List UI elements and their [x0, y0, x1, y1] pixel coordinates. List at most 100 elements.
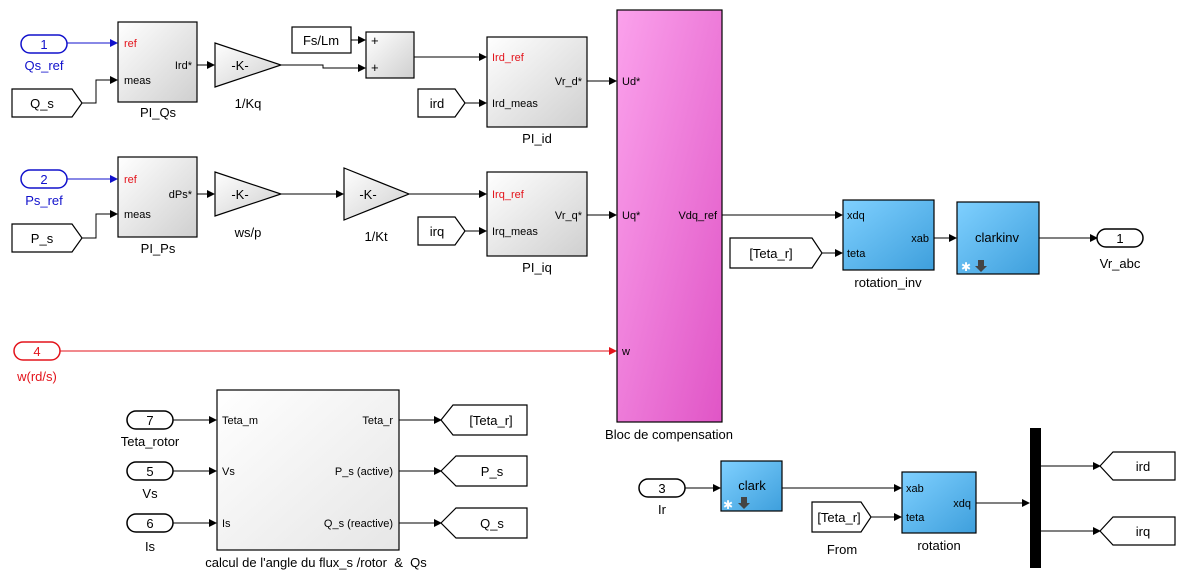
rotation-port-teta: teta — [906, 512, 925, 524]
pi-id-block[interactable]: Ird_ref Ird_meas Vr_d* PI_id — [486, 36, 588, 146]
inport-vs-label: Vs — [142, 486, 158, 501]
from-tag-q-s-text: Q_s — [30, 96, 54, 111]
goto-tag-irq[interactable]: irq — [1099, 516, 1176, 546]
gain-1-kt[interactable]: -K- 1/Kt — [343, 167, 411, 244]
inport-ir-label: Ir — [658, 502, 667, 517]
inport-qs-ref[interactable]: 1 Qs_ref — [20, 34, 68, 73]
inport-ps-ref[interactable]: 2 Ps_ref — [20, 169, 68, 208]
rotation-inv-name: rotation_inv — [854, 275, 922, 290]
goto-tag-q-s-text: Q_s — [480, 516, 504, 531]
signal-kq-out — [281, 64, 366, 72]
pi-qs-block[interactable]: ref meas Ird* PI_Qs — [117, 21, 198, 120]
signal-ps-meas — [82, 210, 118, 239]
constant-fs-lm-text: Fs/Lm — [303, 33, 339, 48]
sum-sign-2: + — [371, 60, 379, 75]
gain-ws-p-label: ws/p — [234, 225, 262, 240]
from-tag-ird-text: ird — [430, 96, 444, 111]
demux-bar[interactable] — [1030, 428, 1041, 568]
pi-id-meas-port: Ird_meas — [492, 98, 538, 110]
from-tag-ird[interactable]: ird — [417, 88, 466, 118]
gain-1-kt-text: -K- — [359, 187, 376, 202]
from-tag-p-s[interactable]: P_s — [11, 223, 83, 253]
compensation-port-vdq-ref: Vdq_ref — [678, 210, 717, 222]
rotation-port-xab: xab — [906, 483, 924, 495]
clarkinv-name: clarkinv — [975, 230, 1020, 245]
pi-qs-ref-port: ref — [124, 38, 138, 50]
rotation-inv-port-teta: teta — [847, 248, 866, 260]
from-tag-irq[interactable]: irq — [417, 216, 466, 246]
inport-w-label: w(rd/s) — [16, 369, 57, 384]
constant-fs-lm[interactable]: Fs/Lm — [291, 26, 352, 54]
from-tag-irq-text: irq — [430, 224, 444, 239]
pi-iq-meas-port: Irq_meas — [492, 226, 538, 238]
pi-ps-meas-port: meas — [124, 209, 151, 221]
goto-tag-q-s[interactable]: Q_s — [440, 507, 528, 539]
goto-tag-ird[interactable]: ird — [1099, 451, 1176, 481]
inport-ir[interactable]: 3 Ir — [638, 478, 686, 517]
from-tag-teta-r-inv[interactable]: [Teta_r] — [729, 237, 823, 269]
inport-vs[interactable]: 5 Vs — [126, 461, 174, 501]
pi-qs-name: PI_Qs — [140, 105, 177, 120]
gain-1-kq-text: -K- — [231, 58, 248, 73]
inport-is-num: 6 — [146, 516, 153, 531]
goto-tag-teta-r[interactable]: [Teta_r] — [440, 404, 528, 436]
inport-w[interactable]: 4 w(rd/s) — [13, 341, 61, 384]
from-tag-teta-r-inv-text: [Teta_r] — [749, 246, 792, 261]
goto-tag-teta-r-text: [Teta_r] — [469, 413, 512, 428]
inport-teta-rotor[interactable]: 7 Teta_rotor — [121, 410, 180, 449]
from-tag-teta-r-rot[interactable]: [Teta_r] From — [811, 501, 872, 557]
calc-port-teta-r: Teta_r — [362, 415, 393, 427]
pi-id-out-port: Vr_d* — [555, 76, 583, 88]
compensation-block[interactable]: Ud* Uq* w Vdq_ref Bloc de compensation — [605, 9, 733, 442]
inport-ir-num: 3 — [658, 481, 665, 496]
inport-ps-ref-label: Ps_ref — [25, 193, 63, 208]
pi-qs-out-port: Ird* — [175, 60, 193, 72]
sum-block[interactable]: + + — [365, 31, 415, 79]
inport-is[interactable]: 6 Is — [126, 513, 174, 554]
svg-text:✱: ✱ — [723, 498, 733, 512]
calc-port-teta-m: Teta_m — [222, 415, 258, 427]
pi-iq-block[interactable]: Irq_ref Irq_meas Vr_q* PI_iq — [486, 171, 588, 275]
gain-1-kt-label: 1/Kt — [364, 229, 388, 244]
sum-sign-1: + — [371, 33, 379, 48]
pi-ps-ref-port: ref — [124, 174, 138, 186]
inport-teta-rotor-label: Teta_rotor — [121, 434, 180, 449]
inport-qs-ref-num: 1 — [40, 37, 47, 52]
pi-ps-block[interactable]: ref meas dPs* PI_Ps — [117, 156, 198, 256]
pi-ps-name: PI_Ps — [141, 241, 176, 256]
calc-port-is: Is — [222, 518, 231, 530]
inport-vs-num: 5 — [146, 464, 153, 479]
pi-id-name: PI_id — [522, 131, 552, 146]
goto-tag-p-s[interactable]: P_s — [440, 455, 528, 487]
pi-iq-ref-port: Irq_ref — [492, 189, 525, 201]
goto-tag-irq-text: irq — [1136, 524, 1150, 539]
goto-tag-ird-text: ird — [1136, 459, 1150, 474]
gain-1-kq[interactable]: -K- 1/Kq — [214, 42, 283, 111]
from-block-label: From — [827, 542, 857, 557]
clark-block[interactable]: clark ✱ — [720, 460, 783, 512]
inport-w-num: 4 — [33, 344, 40, 359]
from-tag-q-s[interactable]: Q_s — [11, 88, 83, 118]
outport-vr-abc[interactable]: 1 Vr_abc — [1096, 228, 1144, 271]
rotation-inv-port-xab: xab — [911, 233, 929, 245]
inport-qs-ref-label: Qs_ref — [24, 58, 63, 73]
library-link-icon: ✱ — [723, 497, 750, 512]
compensation-port-ud: Ud* — [622, 76, 641, 88]
pi-iq-out-port: Vr_q* — [555, 210, 583, 222]
gain-ws-p[interactable]: -K- ws/p — [214, 171, 283, 240]
rotation-inv-block[interactable]: xdq teta xab rotation_inv — [842, 199, 935, 290]
clarkinv-block[interactable]: clarkinv ✱ — [956, 201, 1040, 275]
pi-iq-name: PI_iq — [522, 260, 552, 275]
inport-is-label: Is — [145, 539, 156, 554]
compensation-port-uq: Uq* — [622, 210, 641, 222]
rotation-block[interactable]: xab teta xdq rotation — [901, 471, 977, 553]
from-tag-p-s-text: P_s — [31, 231, 54, 246]
calc-block[interactable]: Teta_m Vs Is Teta_r P_s (active) Q_s (re… — [205, 389, 427, 570]
from-tag-teta-r-rot-text: [Teta_r] — [817, 510, 860, 525]
signal-lines — [60, 36, 1101, 535]
rotation-port-xdq: xdq — [953, 498, 971, 510]
outport-label: Vr_abc — [1100, 256, 1141, 271]
calc-port-q-s: Q_s (reactive) — [324, 518, 393, 530]
pi-id-ref-port: Ird_ref — [492, 52, 525, 64]
